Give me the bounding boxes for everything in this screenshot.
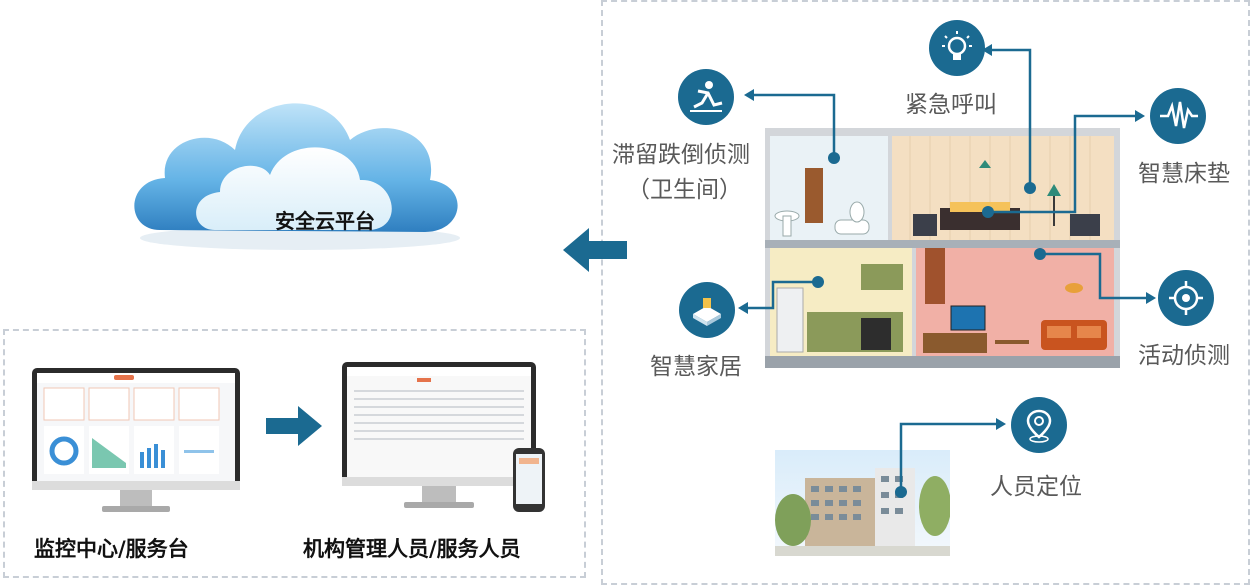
arrow-right-icon [266,406,322,446]
right-panel [601,0,1250,585]
monitor-dashboard [32,368,240,516]
cloud-graphic [120,70,480,260]
bottom-left-panel [3,329,586,578]
smart-home-label: 智慧家居 [650,354,742,380]
lightbulb-icon [929,20,985,76]
heartbeat-wave-icon [1150,88,1206,144]
location-label: 人员定位 [990,474,1082,500]
smart-home-device-icon [679,282,735,338]
target-crosshair-icon [1158,270,1214,326]
monitor-right-label: 机构管理人员/服务人员 [303,537,521,561]
cloud-label: 安全云平台 [275,209,375,233]
fall-person-icon [678,69,734,125]
fall-detection-label: 滞留跌倒侦测 [612,142,750,168]
emergency-call-label: 紧急呼叫 [905,92,997,118]
activity-detection-label: 活动侦测 [1138,343,1230,369]
monitor-management [342,362,552,514]
location-pin-icon [1011,397,1067,453]
monitor-left-label: 监控中心/服务台 [34,537,189,561]
fall-detection-sublabel: （卫生间） [627,177,742,203]
smart-mattress-label: 智慧床垫 [1138,161,1230,187]
building-photo [775,450,951,556]
house-illustration [765,128,1120,368]
arrow-to-cloud-icon [563,228,629,272]
